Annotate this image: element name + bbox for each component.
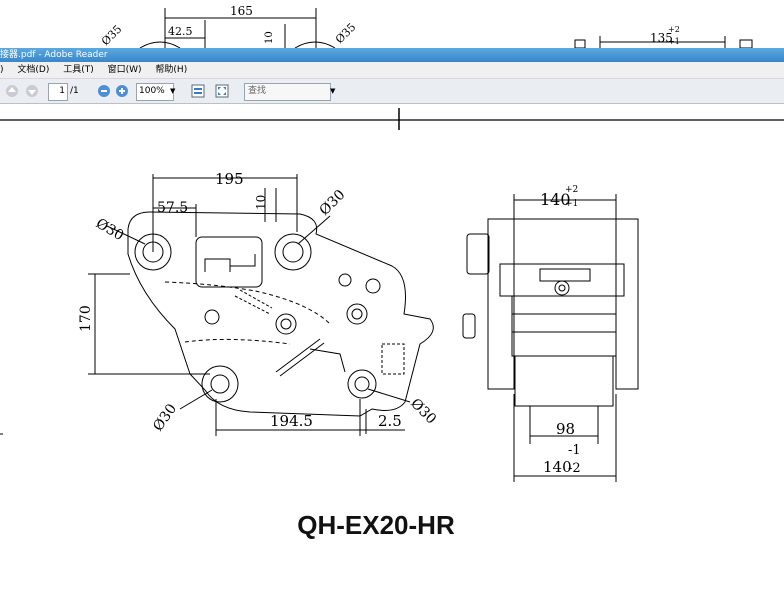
zoom-dropdown-icon[interactable]: ▼ [170,87,176,95]
bg-tol-135-upper: +2 [668,25,680,34]
view-buttons [191,84,229,98]
front-dim-10: 10 [254,195,268,210]
menu-item-document[interactable]: 文档(D) [17,65,50,75]
document-view[interactable]: 195 57.5 10 Ø30 Ø30 170 Ø30 Ø30 194.5 2.… [0,104,784,600]
menu-item-tools[interactable]: 工具(T) [63,65,94,75]
find-input[interactable]: 查找 [244,83,331,101]
menu-item-help[interactable]: 帮助(H) [155,65,188,75]
page-nav-arrows [6,85,38,97]
menu-bar: ) 文档(D) 工具(T) 窗口(W) 帮助(H) [0,62,784,79]
side-dim-98: 98 [556,420,575,438]
page-number-input[interactable]: 1 [48,83,68,101]
window-title: 接器.pdf - Adobe Reader [0,50,108,60]
previous-page-icon[interactable] [6,85,18,97]
technical-drawing: 195 57.5 10 Ø30 Ø30 170 Ø30 Ø30 194.5 2.… [0,108,784,482]
find-dropdown-icon[interactable]: ▼ [330,87,336,95]
menu-item-window[interactable]: 窗口(W) [107,65,142,75]
front-dia-bottom-right: Ø30 [407,396,439,428]
side-tol-bottom-upper: -1 [568,443,581,458]
bg-dim-10: 10 [264,31,275,44]
fit-page-icon[interactable] [191,84,205,98]
background-drawing-svg: 165 42.5 10 Ø35 Ø35 135 +2 +1 [99,4,753,48]
zoom-out-icon[interactable] [98,85,110,97]
side-tol-top-lower: +1 [565,199,578,209]
front-dim-2-5: 2.5 [378,412,402,430]
side-tol-top-upper: +2 [565,185,578,195]
front-dia-top-right: Ø30 [317,187,349,219]
bg-dim-135: 135 [650,31,673,45]
model-name: QH-EX20-HR [297,510,455,540]
front-dia-top-left: Ø30 [93,216,126,245]
bg-tol-135-lower: +1 [668,37,680,46]
bg-dia-35-right: Ø35 [333,21,358,46]
side-tol-bottom-lower: -2 [568,461,581,476]
front-dim-57-5: 57.5 [157,200,188,216]
zoom-buttons [98,85,128,97]
window-titlebar[interactable]: 接器.pdf - Adobe Reader [0,48,784,62]
background-drawing: 165 42.5 10 Ø35 Ø35 135 +2 +1 [0,0,784,48]
front-dia-bottom-left: Ø30 [150,401,180,434]
zoom-level-field[interactable]: 100% [136,83,174,101]
toolbar: 1 /1 100% ▼ 查找 ▼ [0,79,784,104]
side-dim-140-bottom: 140 [543,458,572,476]
bg-dia-35-left: Ø35 [99,23,124,48]
side-dim-140-top: 140 [540,190,571,209]
next-page-icon[interactable] [26,85,38,97]
front-dim-195: 195 [215,170,244,188]
bg-dim-42-5: 42.5 [168,25,193,38]
full-screen-icon[interactable] [215,84,229,98]
zoom-in-icon[interactable] [116,85,128,97]
bg-dim-165: 165 [230,4,253,18]
page-total: /1 [70,86,79,96]
menu-item-partial[interactable]: ) [0,65,4,75]
front-dim-170: 170 [78,305,94,332]
front-dim-194-5: 194.5 [270,412,313,430]
